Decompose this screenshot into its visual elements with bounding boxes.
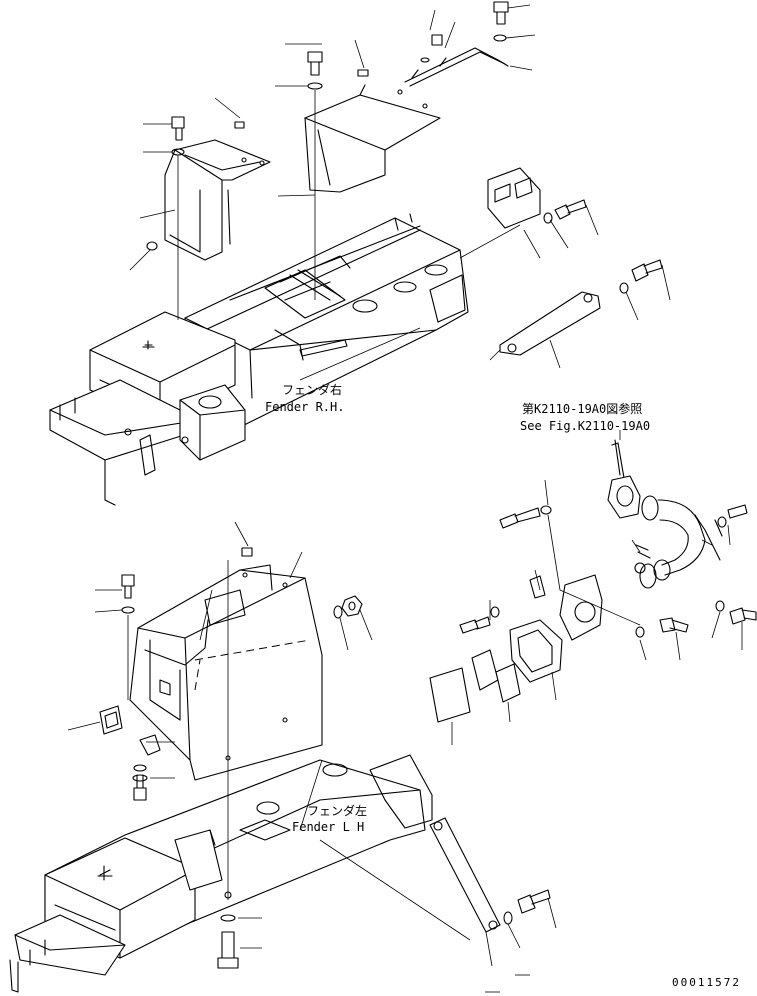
bracket-upper-left xyxy=(164,139,271,261)
fender-rh-label-en: Fender R.H. xyxy=(265,400,345,414)
fasteners-lower xyxy=(99,547,551,969)
link-bar-upper xyxy=(499,291,601,356)
plate-upper-right xyxy=(487,167,541,229)
cover-plate-upper xyxy=(304,84,441,193)
fender-rh-label-jp: フェンダ右 xyxy=(282,383,343,397)
hose-group xyxy=(429,430,757,745)
rod-bracket-upper xyxy=(404,47,509,87)
cover-lower xyxy=(129,564,323,781)
fender-lh-assembly xyxy=(9,754,433,993)
fender-lh-label-en: Fender L H xyxy=(292,820,365,834)
leader-lines-lower xyxy=(67,521,557,993)
fender-lh-label-jp: フェンダ左 xyxy=(307,804,368,818)
reference-label-jp: 第K2110-19A0図参照 xyxy=(522,402,643,416)
leader-lines-upper xyxy=(129,4,671,381)
drawing-number: 00011572 xyxy=(672,976,741,989)
reference-label-en: See Fig.K2110-19A0 xyxy=(520,419,651,433)
link-bar-lower xyxy=(429,817,501,933)
fender-rh-assembly xyxy=(49,213,469,506)
fender-lh-cover xyxy=(129,569,323,781)
